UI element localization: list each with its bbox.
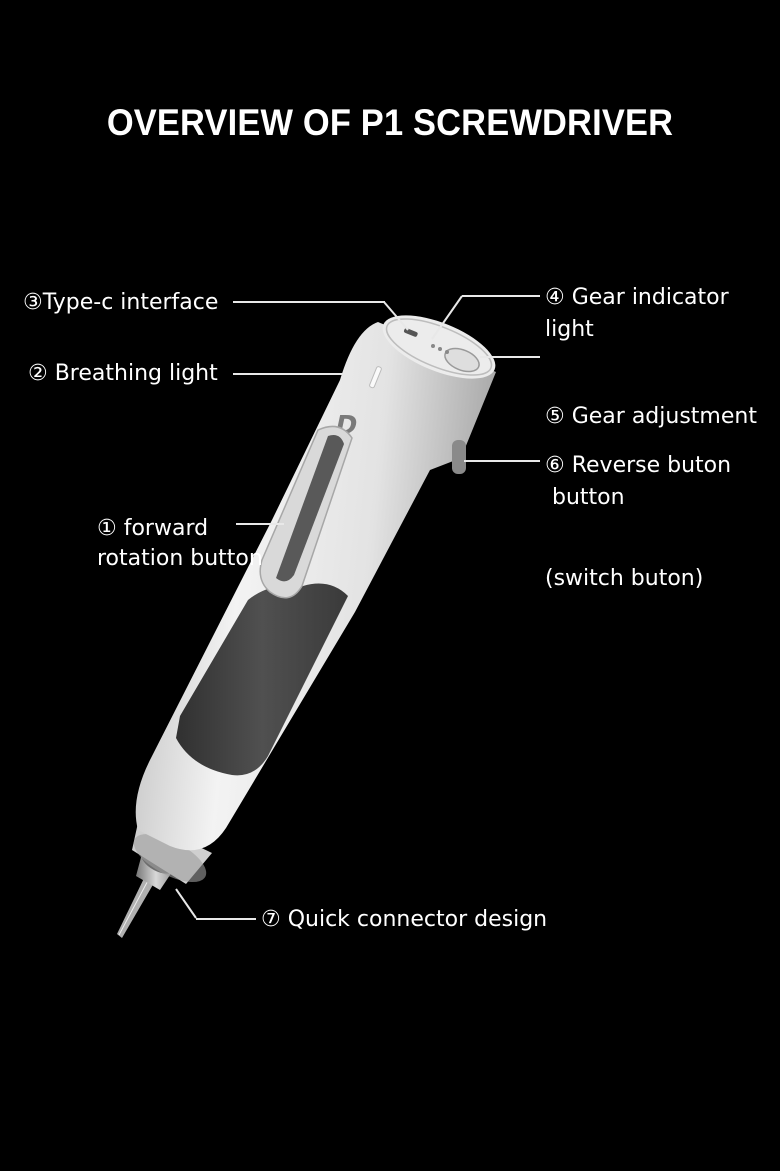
callout-forward-button: ① forward rotation button	[97, 516, 263, 571]
leader-gear-adjustment	[480, 356, 540, 358]
callout-gear-adjustment: ⑤ Gear adjustment button (switch buton)	[545, 404, 757, 591]
rubber-grip	[176, 583, 348, 776]
callout-quick-connector: ⑦ Quick connector design	[261, 907, 548, 932]
callout-breathing-light: ② Breathing light	[28, 361, 218, 386]
callout-reverse-button: ⑥ Reverse buton	[545, 453, 732, 478]
callout-type-c: ③Type-c interface	[23, 290, 219, 315]
leader-forward-button	[236, 523, 284, 525]
gear-indicator-dot	[431, 344, 435, 348]
leader-breathing-light	[233, 373, 351, 375]
callout-gear-indicator: ④ Gear indicator light	[545, 285, 729, 342]
leader-quick-connector	[196, 918, 256, 920]
leader-reverse-button	[464, 460, 540, 462]
gear-button	[444, 347, 480, 373]
screwdriver-bit	[117, 870, 158, 938]
leader-type-c	[233, 301, 385, 303]
reverse-button	[452, 440, 466, 474]
page-title: OVERVIEW OF P1 SCREWDRIVER	[106, 102, 674, 143]
leader-gear-indicator	[462, 295, 540, 297]
breathing-light	[369, 366, 382, 389]
